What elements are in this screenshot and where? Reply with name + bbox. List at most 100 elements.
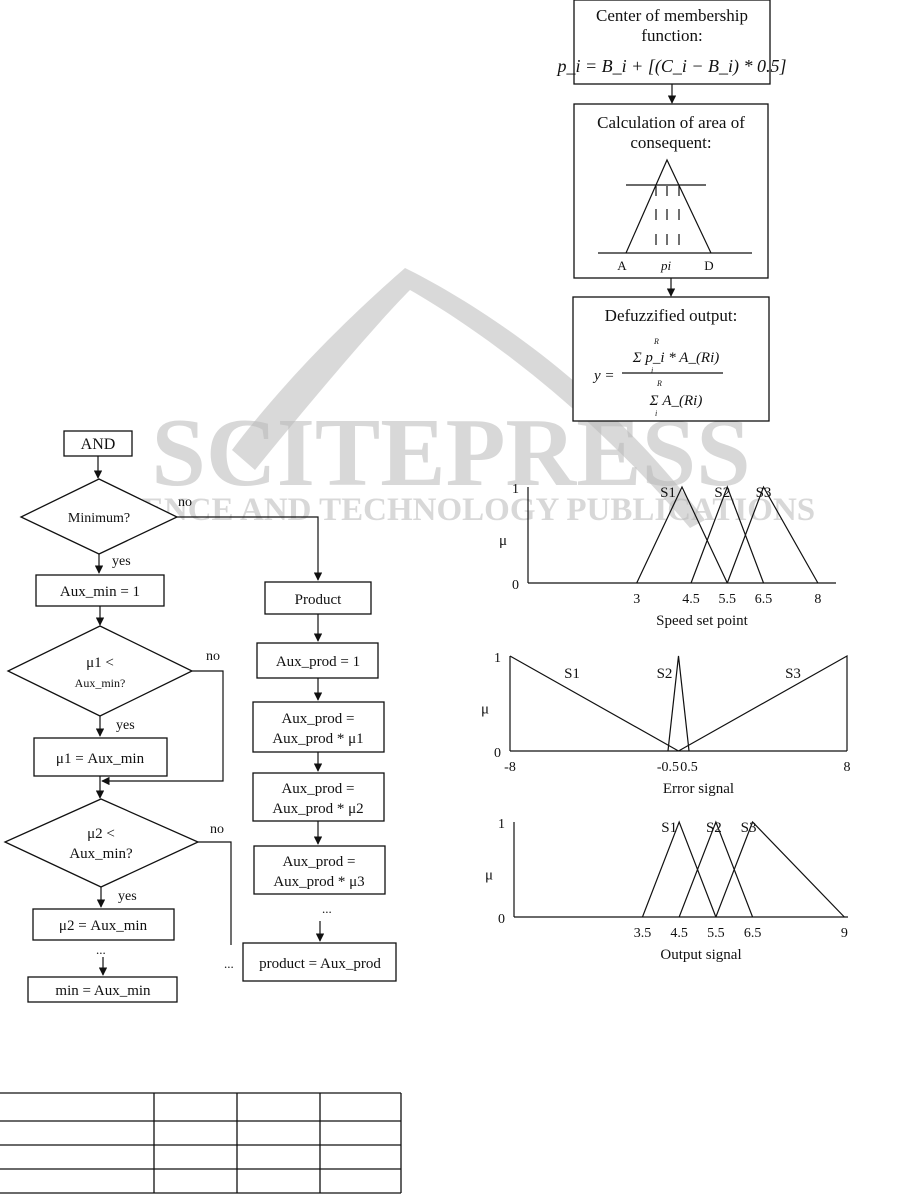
sum-bottom-num: i <box>651 366 653 375</box>
series-label-s1: S1 <box>564 666 580 682</box>
assign-mu2-label: μ2 = Aux_min <box>59 918 148 934</box>
series-label-s3: S3 <box>785 666 801 682</box>
x-tick-label: 5.5 <box>707 926 725 941</box>
center-title-line2: function: <box>641 26 702 45</box>
product-box <box>264 581 372 615</box>
y-tick-label: 0 <box>512 578 519 593</box>
no-label: no <box>178 495 192 510</box>
y-axis-label: μ <box>485 868 493 884</box>
series-label-s3: S3 <box>741 820 757 836</box>
yes-label: yes <box>116 718 135 733</box>
decision-minimum-label: Minimum? <box>68 511 130 526</box>
center-title-line1: Center of membership <box>596 6 748 25</box>
no-branch-arrow <box>177 516 323 581</box>
series-label-s1: S1 <box>660 485 676 501</box>
min-result-label: min = Aux_min <box>55 983 151 999</box>
membership-function-s3 <box>715 820 845 918</box>
product-label: Product <box>295 592 342 608</box>
aux-prod-init-label: Aux_prod = 1 <box>276 654 360 670</box>
sum-bottom-den: i <box>655 409 657 418</box>
prod-mu2-box <box>252 772 385 822</box>
series-label-s2: S2 <box>714 485 730 501</box>
output-lhs: y = <box>592 368 615 384</box>
area-hatch <box>655 186 680 245</box>
prod-mu3-line1: Aux_prod = <box>282 854 355 870</box>
assign-mu1-box <box>33 737 168 777</box>
assign-mu1-label: μ1 = Aux_min <box>56 751 145 767</box>
ellipsis: ... <box>224 956 234 971</box>
membership-function-s1 <box>641 820 717 918</box>
ellipsis: ... <box>322 901 332 916</box>
decision-mu1-line2: Aux_min? <box>75 676 126 690</box>
output-denominator: Σ A_(Ri) <box>649 393 703 409</box>
watermark-sub: SCIENCE AND TECHNOLOGY PUBLICATIONS <box>87 492 815 528</box>
no-label: no <box>210 822 224 837</box>
y-axis-label: μ <box>499 533 507 549</box>
sum-top-num: R <box>653 337 659 346</box>
area-title-line2: consequent: <box>630 133 711 152</box>
aux-min-label: Aux_min = 1 <box>60 584 140 600</box>
membership-function-s3 <box>726 485 819 584</box>
x-tick-label: 3 <box>633 592 640 607</box>
series-label-s2: S2 <box>706 820 722 836</box>
ellipsis: ... <box>96 942 106 957</box>
area-title-line1: Calculation of area of <box>597 113 745 132</box>
x-tick-label: 9 <box>841 926 848 941</box>
x-tick-label: 4.5 <box>670 926 688 941</box>
aux-min-box <box>35 574 165 607</box>
x-axis-label: Speed set point <box>656 613 748 629</box>
y-tick-label: 1 <box>498 817 505 832</box>
product-result-label: product = Aux_prod <box>259 956 381 972</box>
watermark-logo <box>232 268 705 528</box>
prod-mu1-line1: Aux_prod = <box>281 711 354 727</box>
assign-mu2-box <box>32 908 175 941</box>
y-tick-label: 0 <box>494 746 501 761</box>
data-table <box>0 1092 402 1194</box>
yes-label: yes <box>118 889 137 904</box>
decision-mu1-line1: μ1 < <box>86 655 114 671</box>
prod-mu2-line1: Aux_prod = <box>281 781 354 797</box>
x-axis-label: Output signal <box>660 947 741 963</box>
decision-mu1 <box>6 625 194 717</box>
output-title: Defuzzified output: <box>605 306 738 325</box>
decision-mu2-line2: Aux_min? <box>69 846 133 862</box>
yes-label: yes <box>112 554 131 569</box>
y-tick-label: 1 <box>494 651 501 666</box>
x-tick-label: 4.5 <box>682 592 700 607</box>
membership-function-s1 <box>509 655 679 752</box>
series-label-s3: S3 <box>756 485 772 501</box>
start-box <box>63 430 133 457</box>
prod-mu2-line2: Aux_prod * μ2 <box>272 801 363 817</box>
series-label-s1: S1 <box>661 820 677 836</box>
y-axis-label: μ <box>481 702 489 718</box>
x-tick-label: 6.5 <box>755 592 773 607</box>
x-tick-label: 8 <box>814 592 821 607</box>
prod-mu3-line2: Aux_prod * μ3 <box>273 874 364 890</box>
output-numerator: Σ p_i * A_(Ri) <box>632 350 720 366</box>
no-branch-line <box>198 841 232 945</box>
membership-function-s1 <box>636 485 728 584</box>
area-label-d: D <box>704 258 713 273</box>
prod-mu3-box <box>253 845 386 895</box>
start-label: AND <box>81 436 116 453</box>
y-tick-label: 0 <box>498 912 505 927</box>
no-branch-arrow <box>101 670 224 786</box>
x-tick-label: -8 <box>504 760 516 775</box>
area-diagram: A pi D <box>598 158 752 273</box>
prod-mu1-line2: Aux_prod * μ1 <box>272 731 363 747</box>
x-tick-label: 3.5 <box>634 926 652 941</box>
no-label: no <box>206 649 220 664</box>
area-label-a: A <box>617 258 627 273</box>
sum-top-den: R <box>656 379 662 388</box>
prod-mu1-box <box>252 701 385 753</box>
membership-function-s2 <box>678 820 754 918</box>
x-tick-label: 5.5 <box>719 592 737 607</box>
and-flowchart: AND Minimum? no yes Aux_min = 1 μ1 < Aux… <box>3 430 397 1003</box>
x-axis-label: Error signal <box>663 781 734 797</box>
